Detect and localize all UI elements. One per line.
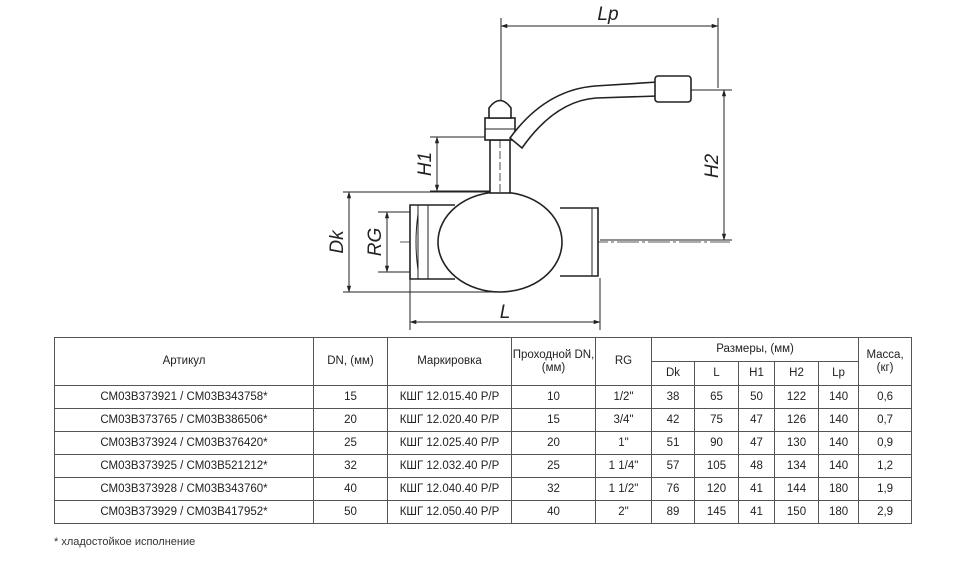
cell-l: 120 bbox=[694, 477, 739, 501]
cell-mass: 0,9 bbox=[858, 431, 913, 455]
cell-article: СМ03В373929 / СМ03В417952* bbox=[54, 500, 314, 524]
cell-h2: 130 bbox=[774, 431, 819, 455]
cell-h1: 47 bbox=[738, 431, 775, 455]
cell-rg: 2" bbox=[595, 500, 652, 524]
cell-h2: 150 bbox=[774, 500, 819, 524]
cell-l: 90 bbox=[694, 431, 739, 455]
cell-h2: 144 bbox=[774, 477, 819, 501]
cell-dk: 42 bbox=[651, 408, 695, 432]
cell-dk: 89 bbox=[651, 500, 695, 524]
cell-marking: КШГ 12.050.40 Р/Р bbox=[387, 500, 512, 524]
cell-marking: КШГ 12.040.40 Р/Р bbox=[387, 477, 512, 501]
header-dn: DN, (мм) bbox=[313, 337, 388, 386]
header-h1: H1 bbox=[738, 361, 775, 386]
cell-bore: 10 bbox=[511, 385, 596, 409]
cell-dk: 51 bbox=[651, 431, 695, 455]
cell-l: 75 bbox=[694, 408, 739, 432]
header-lp: Lp bbox=[817, 361, 860, 386]
cell-lp: 140 bbox=[817, 454, 860, 478]
cell-h1: 50 bbox=[738, 385, 775, 409]
table-row: СМ03В373921 / СМ03В343758* 15 КШГ 12.015… bbox=[54, 385, 913, 409]
cell-h1: 41 bbox=[738, 500, 775, 524]
cell-l: 105 bbox=[694, 454, 739, 478]
cell-lp: 140 bbox=[817, 408, 860, 432]
cell-article: СМ03В373765 / СМ03В386506* bbox=[54, 408, 314, 432]
header-sizes: Размеры, (мм) bbox=[650, 337, 860, 362]
cell-mass: 0,7 bbox=[858, 408, 913, 432]
cell-lp: 140 bbox=[817, 385, 860, 409]
cell-mass: 1,9 bbox=[858, 477, 913, 501]
cell-rg: 1" bbox=[595, 431, 652, 455]
cell-bore: 20 bbox=[511, 431, 596, 455]
header-rg: RG bbox=[595, 337, 652, 386]
cell-bore: 15 bbox=[511, 408, 596, 432]
cell-dk: 38 bbox=[651, 385, 695, 409]
cell-lp: 180 bbox=[817, 500, 860, 524]
header-bore: Проходной DN, (мм) bbox=[511, 337, 596, 386]
cell-dk: 76 bbox=[651, 477, 695, 501]
cell-article: СМ03В373924 / СМ03В376420* bbox=[54, 431, 314, 455]
cell-dk: 57 bbox=[651, 454, 695, 478]
cell-bore: 40 bbox=[511, 500, 596, 524]
spec-table: Артикул DN, (мм) Маркировка Проходной DN… bbox=[54, 337, 913, 524]
cell-h1: 47 bbox=[738, 408, 775, 432]
cell-h2: 126 bbox=[774, 408, 819, 432]
cell-dn: 32 bbox=[313, 454, 388, 478]
dim-label-h2: H2 bbox=[702, 153, 723, 178]
cell-lp: 180 bbox=[817, 477, 860, 501]
dim-label-rg: RG bbox=[365, 228, 386, 257]
table-row: СМ03В373928 / СМ03В343760* 40 КШГ 12.040… bbox=[54, 477, 913, 501]
cell-bore: 32 bbox=[511, 477, 596, 501]
cell-h2: 134 bbox=[774, 454, 819, 478]
dim-label-lp: Lp bbox=[597, 4, 618, 25]
table-row: СМ03В373929 / СМ03В417952* 50 КШГ 12.050… bbox=[54, 500, 913, 524]
cell-h1: 48 bbox=[738, 454, 775, 478]
cell-article: СМ03В373928 / СМ03В343760* bbox=[54, 477, 314, 501]
header-marking: Маркировка bbox=[387, 337, 512, 386]
dim-label-dk: Dk bbox=[327, 229, 348, 254]
cell-mass: 1,2 bbox=[858, 454, 913, 478]
cell-rg: 3/4" bbox=[595, 408, 652, 432]
cell-h2: 122 bbox=[774, 385, 819, 409]
header-dk: Dk bbox=[651, 361, 695, 386]
dim-label-l: L bbox=[500, 302, 511, 323]
cell-lp: 140 bbox=[817, 431, 860, 455]
header-l: L bbox=[694, 361, 739, 386]
dim-label-h1: H1 bbox=[415, 152, 436, 176]
cell-article: СМ03В373925 / СМ03В521212* bbox=[54, 454, 314, 478]
header-mass: Масса, (кг) bbox=[858, 337, 913, 386]
cell-marking: КШГ 12.025.40 Р/Р bbox=[387, 431, 512, 455]
table-row: СМ03В373924 / СМ03В376420* 25 КШГ 12.025… bbox=[54, 431, 913, 455]
valve-technical-drawing: Lp H1 H2 Dk RG L bbox=[327, 4, 732, 330]
cell-dn: 25 bbox=[313, 431, 388, 455]
cell-marking: КШГ 12.015.40 Р/Р bbox=[387, 385, 512, 409]
cell-rg: 1 1/4" bbox=[595, 454, 652, 478]
cell-l: 65 bbox=[694, 385, 739, 409]
cell-dn: 15 bbox=[313, 385, 388, 409]
cell-marking: КШГ 12.020.40 Р/Р bbox=[387, 408, 512, 432]
footnote: * хладостойкое исполнение bbox=[54, 536, 196, 548]
table-row: СМ03В373765 / СМ03В386506* 20 КШГ 12.020… bbox=[54, 408, 913, 432]
cell-article: СМ03В373921 / СМ03В343758* bbox=[54, 385, 314, 409]
cell-dn: 50 bbox=[313, 500, 388, 524]
header-article: Артикул bbox=[54, 337, 314, 386]
cell-h1: 41 bbox=[738, 477, 775, 501]
cell-marking: КШГ 12.032.40 Р/Р bbox=[387, 454, 512, 478]
cell-rg: 1/2" bbox=[595, 385, 652, 409]
table-row: СМ03В373925 / СМ03В521212* 32 КШГ 12.032… bbox=[54, 454, 913, 478]
cell-mass: 0,6 bbox=[858, 385, 913, 409]
cell-dn: 20 bbox=[313, 408, 388, 432]
cell-rg: 1 1/2" bbox=[595, 477, 652, 501]
cell-bore: 25 bbox=[511, 454, 596, 478]
cell-l: 145 bbox=[694, 500, 739, 524]
header-h2: H2 bbox=[774, 361, 819, 386]
cell-mass: 2,9 bbox=[858, 500, 913, 524]
cell-dn: 40 bbox=[313, 477, 388, 501]
